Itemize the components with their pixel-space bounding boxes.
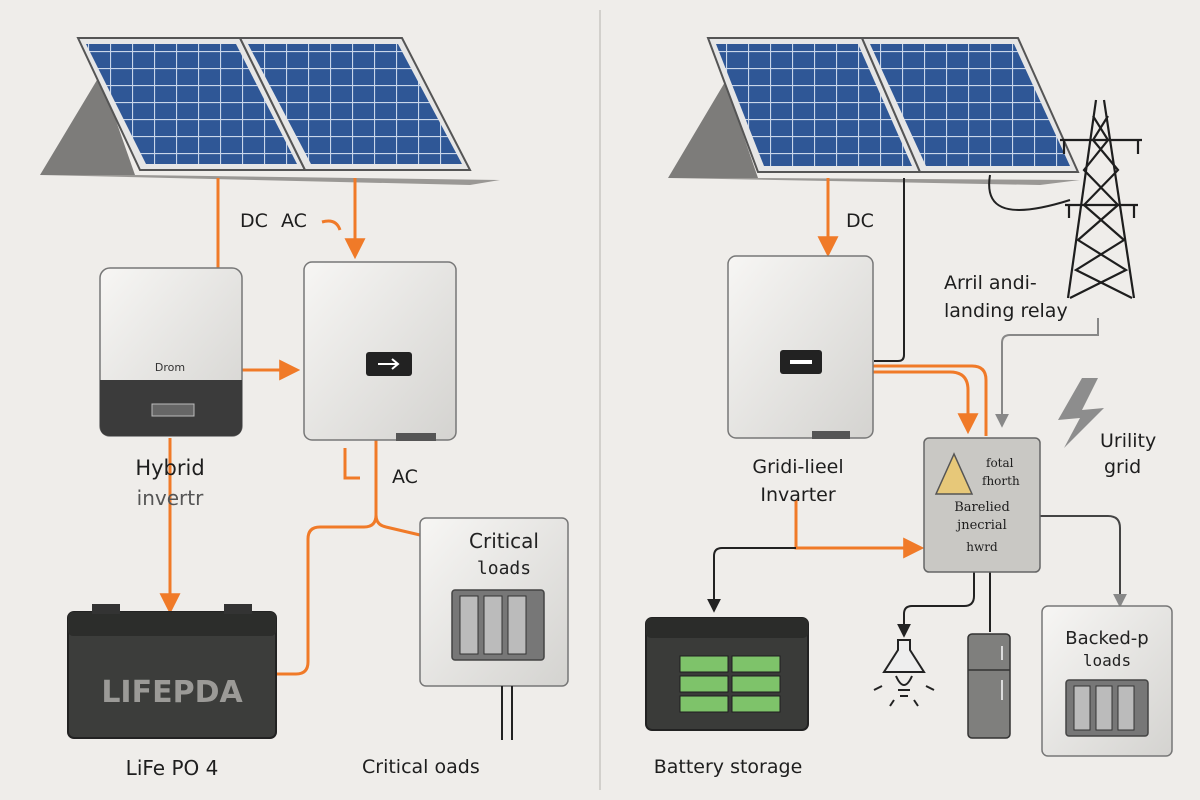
battery-label: LiFe PO 4	[125, 756, 219, 780]
transfer-box-line2: fhorth	[982, 474, 1020, 488]
relay-label: Arril andi-	[944, 272, 1037, 294]
left-roof-solar-array	[40, 37, 500, 185]
transmission-tower-icon	[1060, 99, 1142, 299]
transfer-switch-box	[923, 437, 1041, 573]
right-wiring	[707, 174, 1127, 638]
dc-label-left: DC	[240, 210, 268, 232]
critical-panel-title: Critical	[469, 529, 539, 553]
right-roof-solar-array	[668, 37, 1080, 185]
grid-inverter-label: Gridi-lieel	[752, 456, 844, 478]
left-wiring	[159, 178, 421, 676]
grid-inverter-sublabel: Invarter	[760, 484, 836, 506]
transfer-box-line3: Barelied	[954, 500, 1010, 515]
hybrid-inverter-brand: Drom	[155, 361, 185, 374]
transfer-box-line5: hwrd	[966, 540, 998, 554]
grid-tied-inverter	[727, 255, 874, 439]
utility-grid-label: Urility	[1100, 430, 1157, 452]
battery-storage	[645, 617, 809, 731]
ac-label-left-bottom: AC	[392, 466, 418, 488]
lamp-icon	[873, 639, 935, 707]
ac-label-left-top: AC	[281, 210, 307, 232]
battery-face-text: LIFEPDA	[101, 675, 243, 710]
transfer-box-line1: fotal	[986, 456, 1014, 470]
warning-icon	[934, 452, 974, 495]
dc-label-right: DC	[846, 210, 874, 232]
critical-loads-bottom-label: Critical oads	[362, 756, 480, 778]
ac-inverter-left	[303, 261, 457, 441]
relay-sublabel: landing relay	[944, 300, 1068, 322]
refrigerator-icon	[967, 633, 1011, 739]
critical-loads-panel: Critical loads	[419, 517, 569, 740]
battery-storage-label: Battery storage	[653, 756, 803, 778]
backed-panel-title: Backed-p	[1065, 628, 1148, 649]
utility-grid-sublabel: grid	[1104, 456, 1142, 478]
backed-panel-subtitle: loads	[1083, 651, 1131, 670]
transfer-box-line4: jnecrial	[957, 518, 1007, 533]
hybrid-inverter-sublabel: invertr	[136, 486, 204, 510]
hybrid-inverter: Drom	[99, 267, 243, 437]
lightning-icon	[1058, 378, 1104, 448]
backed-up-loads-panel: Backed-p loads	[1041, 605, 1173, 757]
critical-panel-subtitle: loads	[477, 558, 531, 579]
hybrid-inverter-label: Hybrid	[135, 456, 205, 480]
left-battery: LIFEPDA	[67, 604, 277, 739]
